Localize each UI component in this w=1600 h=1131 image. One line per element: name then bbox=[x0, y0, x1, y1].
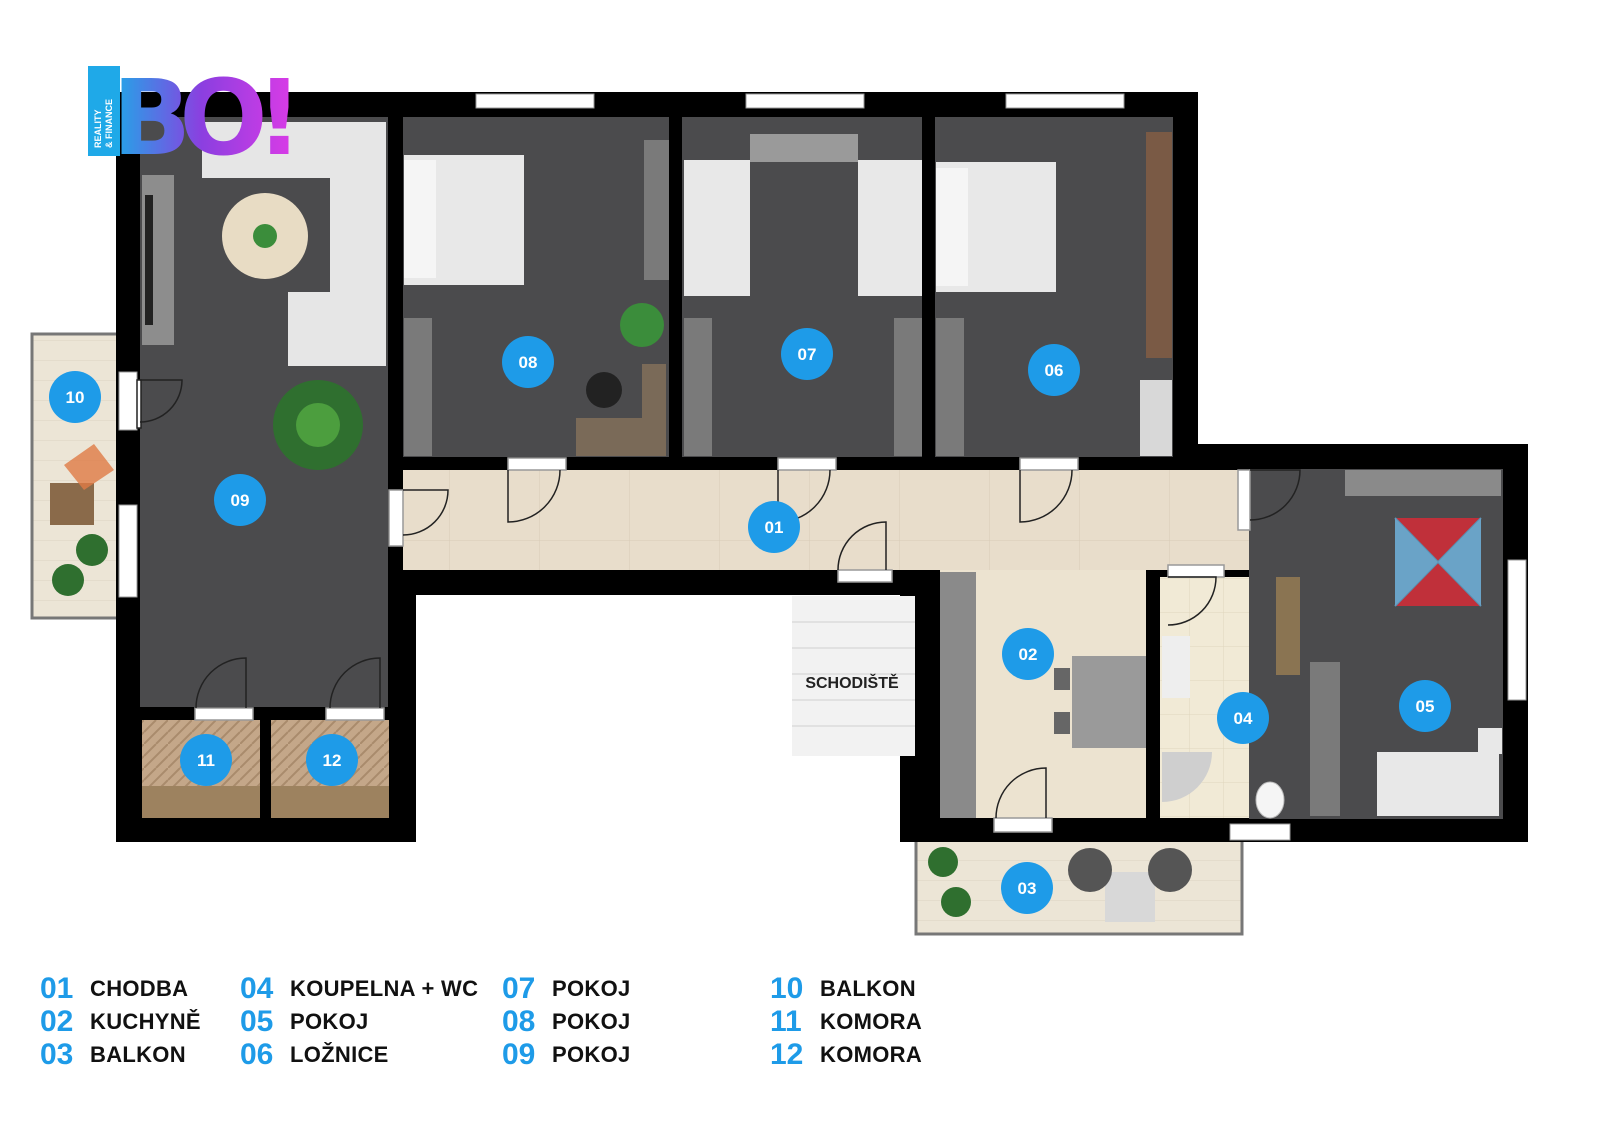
room-marker-09: 09 bbox=[214, 474, 266, 526]
legend-item: 11 KOMORA bbox=[770, 1005, 922, 1039]
legend-room-name: KOUPELNA + WC bbox=[290, 976, 479, 1001]
legend-room-name: LOŽNICE bbox=[290, 1042, 389, 1067]
room-marker-label: 09 bbox=[231, 491, 250, 510]
legend-room-name: POKOJ bbox=[552, 1009, 631, 1034]
room-05-furniture bbox=[1310, 470, 1502, 816]
legend-number: 02 bbox=[40, 1005, 74, 1038]
legend-number: 11 bbox=[770, 1005, 802, 1038]
stair-steps bbox=[792, 621, 915, 727]
balcony-03-furniture bbox=[928, 847, 1192, 922]
room-marker-12: 12 bbox=[306, 734, 358, 786]
room-marker-circle bbox=[306, 734, 358, 786]
room-marker-circle bbox=[1399, 680, 1451, 732]
legend-item: 10 BALKON bbox=[770, 972, 916, 1006]
legend-number: 03 bbox=[40, 1038, 74, 1071]
floor-plan: SCHODIŠTĚ 01 02 03 04 05 06 07 08 09 10 11 12 REALI… bbox=[30, 57, 1528, 936]
room-marker-02: 02 bbox=[1002, 628, 1054, 680]
room-marker-11: 11 bbox=[180, 734, 232, 786]
room-marker-circle bbox=[180, 734, 232, 786]
legend-room-name: POKOJ bbox=[552, 976, 631, 1001]
room-marker-label: 05 bbox=[1416, 697, 1435, 716]
balcony-10-furniture bbox=[50, 444, 114, 596]
room-marker-circle bbox=[781, 328, 833, 380]
legend-number: 06 bbox=[240, 1038, 274, 1071]
room-marker-circle bbox=[502, 336, 554, 388]
room-marker-10: 10 bbox=[49, 371, 101, 423]
room-07-furniture bbox=[684, 134, 922, 456]
bathroom-furniture bbox=[1162, 577, 1300, 819]
legend-item: 07 POKOJ bbox=[502, 972, 631, 1006]
legend-number: 01 bbox=[40, 972, 74, 1005]
room-marker-circle bbox=[1217, 692, 1269, 744]
legend-room-name: POKOJ bbox=[552, 1042, 631, 1067]
room-marker-circle bbox=[1002, 628, 1054, 680]
room-marker-label: 01 bbox=[765, 518, 784, 537]
room-marker-01: 01 bbox=[748, 501, 800, 553]
room-marker-label: 08 bbox=[519, 353, 538, 372]
legend-item: 02 KUCHYNĚ bbox=[40, 1005, 201, 1039]
room-marker-circle bbox=[1001, 862, 1053, 914]
legend-number: 04 bbox=[240, 972, 274, 1005]
legend-item: 03 BALKON bbox=[40, 1038, 186, 1072]
room-marker-06: 06 bbox=[1028, 344, 1080, 396]
legend-item: 08 POKOJ bbox=[502, 1005, 631, 1039]
stair-label: SCHODIŠTĚ bbox=[805, 673, 899, 692]
room-marker-label: 06 bbox=[1045, 361, 1064, 380]
legend-room-name: POKOJ bbox=[290, 1009, 369, 1034]
legend-item: 12 KOMORA bbox=[770, 1038, 922, 1072]
legend-item: 05 POKOJ bbox=[240, 1005, 369, 1039]
logo: REALITY & FINANCE BO! bbox=[88, 57, 303, 179]
legend-room-name: CHODBA bbox=[90, 976, 189, 1001]
legend-number: 09 bbox=[502, 1038, 536, 1071]
room-12-shelf bbox=[271, 786, 389, 818]
legend-room-name: KOMORA bbox=[820, 1042, 923, 1067]
room-marker-circle bbox=[748, 501, 800, 553]
room-marker-08: 08 bbox=[502, 336, 554, 388]
room-08-furniture bbox=[404, 140, 669, 456]
legend-item: 01 CHODBA bbox=[40, 972, 188, 1006]
doors bbox=[136, 379, 1301, 833]
room-marker-label: 12 bbox=[323, 751, 342, 770]
logo-wordmark: BO! bbox=[112, 57, 291, 179]
legend-item: 04 KOUPELNA + WC bbox=[240, 972, 478, 1006]
room-marker-label: 03 bbox=[1018, 879, 1037, 898]
stairwell bbox=[792, 596, 915, 756]
room-marker-label: 04 bbox=[1234, 709, 1253, 728]
legend-number: 12 bbox=[770, 1038, 804, 1071]
room-markers: 01 02 03 04 05 06 07 08 09 10 11 12 bbox=[49, 328, 1451, 914]
room-06-furniture bbox=[936, 132, 1172, 456]
room-marker-04: 04 bbox=[1217, 692, 1269, 744]
legend-number: 07 bbox=[502, 972, 536, 1005]
room-marker-label: 02 bbox=[1019, 645, 1038, 664]
windows bbox=[118, 93, 1527, 841]
room-marker-07: 07 bbox=[781, 328, 833, 380]
legend-number: 05 bbox=[240, 1005, 274, 1038]
room-marker-label: 11 bbox=[197, 751, 215, 770]
legend-number: 10 bbox=[770, 972, 804, 1005]
room-marker-label: 10 bbox=[66, 388, 85, 407]
legend-room-name: BALKON bbox=[820, 976, 916, 1001]
legend-item: 06 LOŽNICE bbox=[240, 1038, 389, 1072]
room-marker-03: 03 bbox=[1001, 862, 1053, 914]
kitchen-furniture bbox=[940, 572, 1146, 818]
room-marker-circle bbox=[1028, 344, 1080, 396]
living-room-furniture bbox=[142, 122, 386, 470]
legend-room-name: KUCHYNĚ bbox=[90, 1009, 201, 1034]
room-01-floor bbox=[403, 470, 1249, 570]
logo-tagline: REALITY & FINANCE bbox=[93, 99, 114, 148]
legend-number: 08 bbox=[502, 1005, 536, 1038]
legend-item: 09 POKOJ bbox=[502, 1038, 631, 1072]
legend-room-name: KOMORA bbox=[820, 1009, 923, 1034]
room-marker-05: 05 bbox=[1399, 680, 1451, 732]
legend-room-name: BALKON bbox=[90, 1042, 186, 1067]
room-marker-circle bbox=[49, 371, 101, 423]
room-marker-circle bbox=[214, 474, 266, 526]
room-11-shelf bbox=[142, 786, 260, 818]
room-marker-label: 07 bbox=[798, 345, 817, 364]
